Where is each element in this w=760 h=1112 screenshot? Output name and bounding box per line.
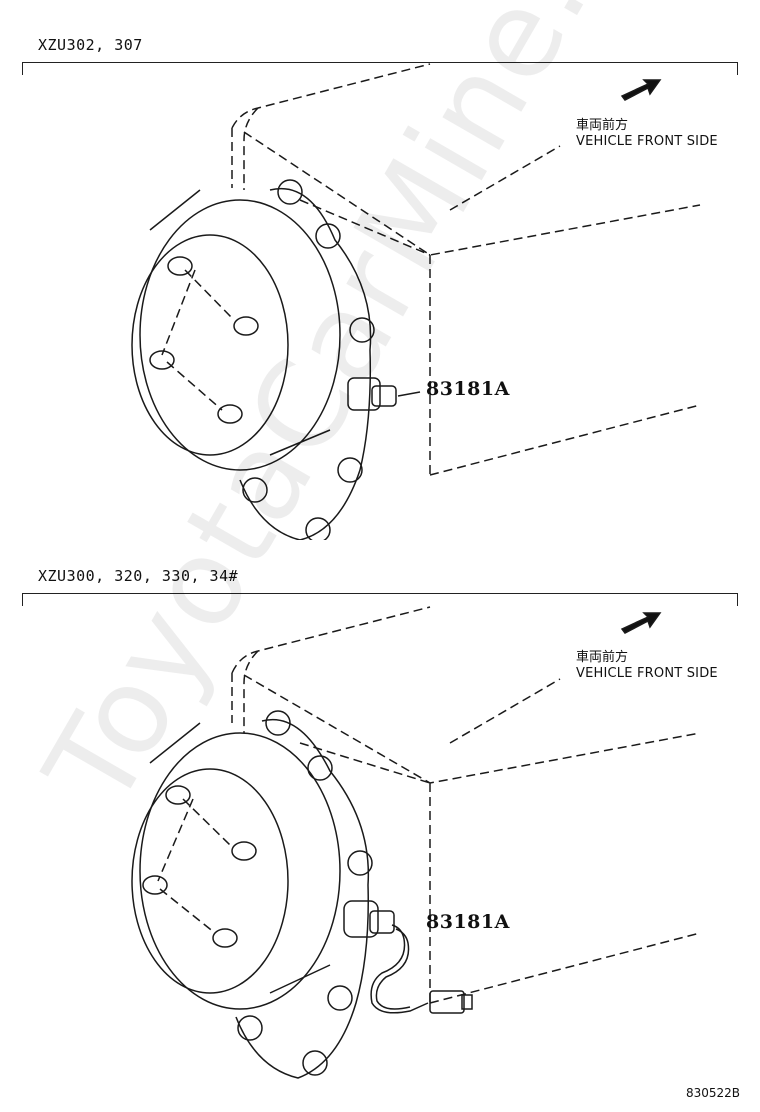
model-label: XZU302, 307 bbox=[38, 36, 143, 54]
direction-label-jp: 車両前方 bbox=[576, 650, 629, 665]
compressor-drawing bbox=[131, 63, 701, 540]
part-number-label: 83181A bbox=[426, 378, 510, 400]
panel-bracket bbox=[22, 593, 738, 606]
part-number-label: 83181A bbox=[426, 911, 510, 933]
direction-label-en: VEHICLE FRONT SIDE bbox=[576, 134, 718, 149]
diagram-panel-top: XZU302, 307 車両前方 VEHICLE FRONT SIDE 8318… bbox=[0, 0, 760, 540]
direction-label-en: VEHICLE FRONT SIDE bbox=[576, 666, 718, 681]
diagram-panel-bottom: XZU300, 320, 330, 34# 車両前方 VEHICLE FRONT… bbox=[0, 533, 760, 1079]
panel-bracket bbox=[22, 62, 738, 75]
compressor-drawing bbox=[131, 606, 701, 1079]
figure-code: 830522B bbox=[685, 1086, 740, 1100]
direction-label-jp: 車両前方 bbox=[576, 118, 629, 133]
model-label: XZU300, 320, 330, 34# bbox=[38, 567, 239, 585]
